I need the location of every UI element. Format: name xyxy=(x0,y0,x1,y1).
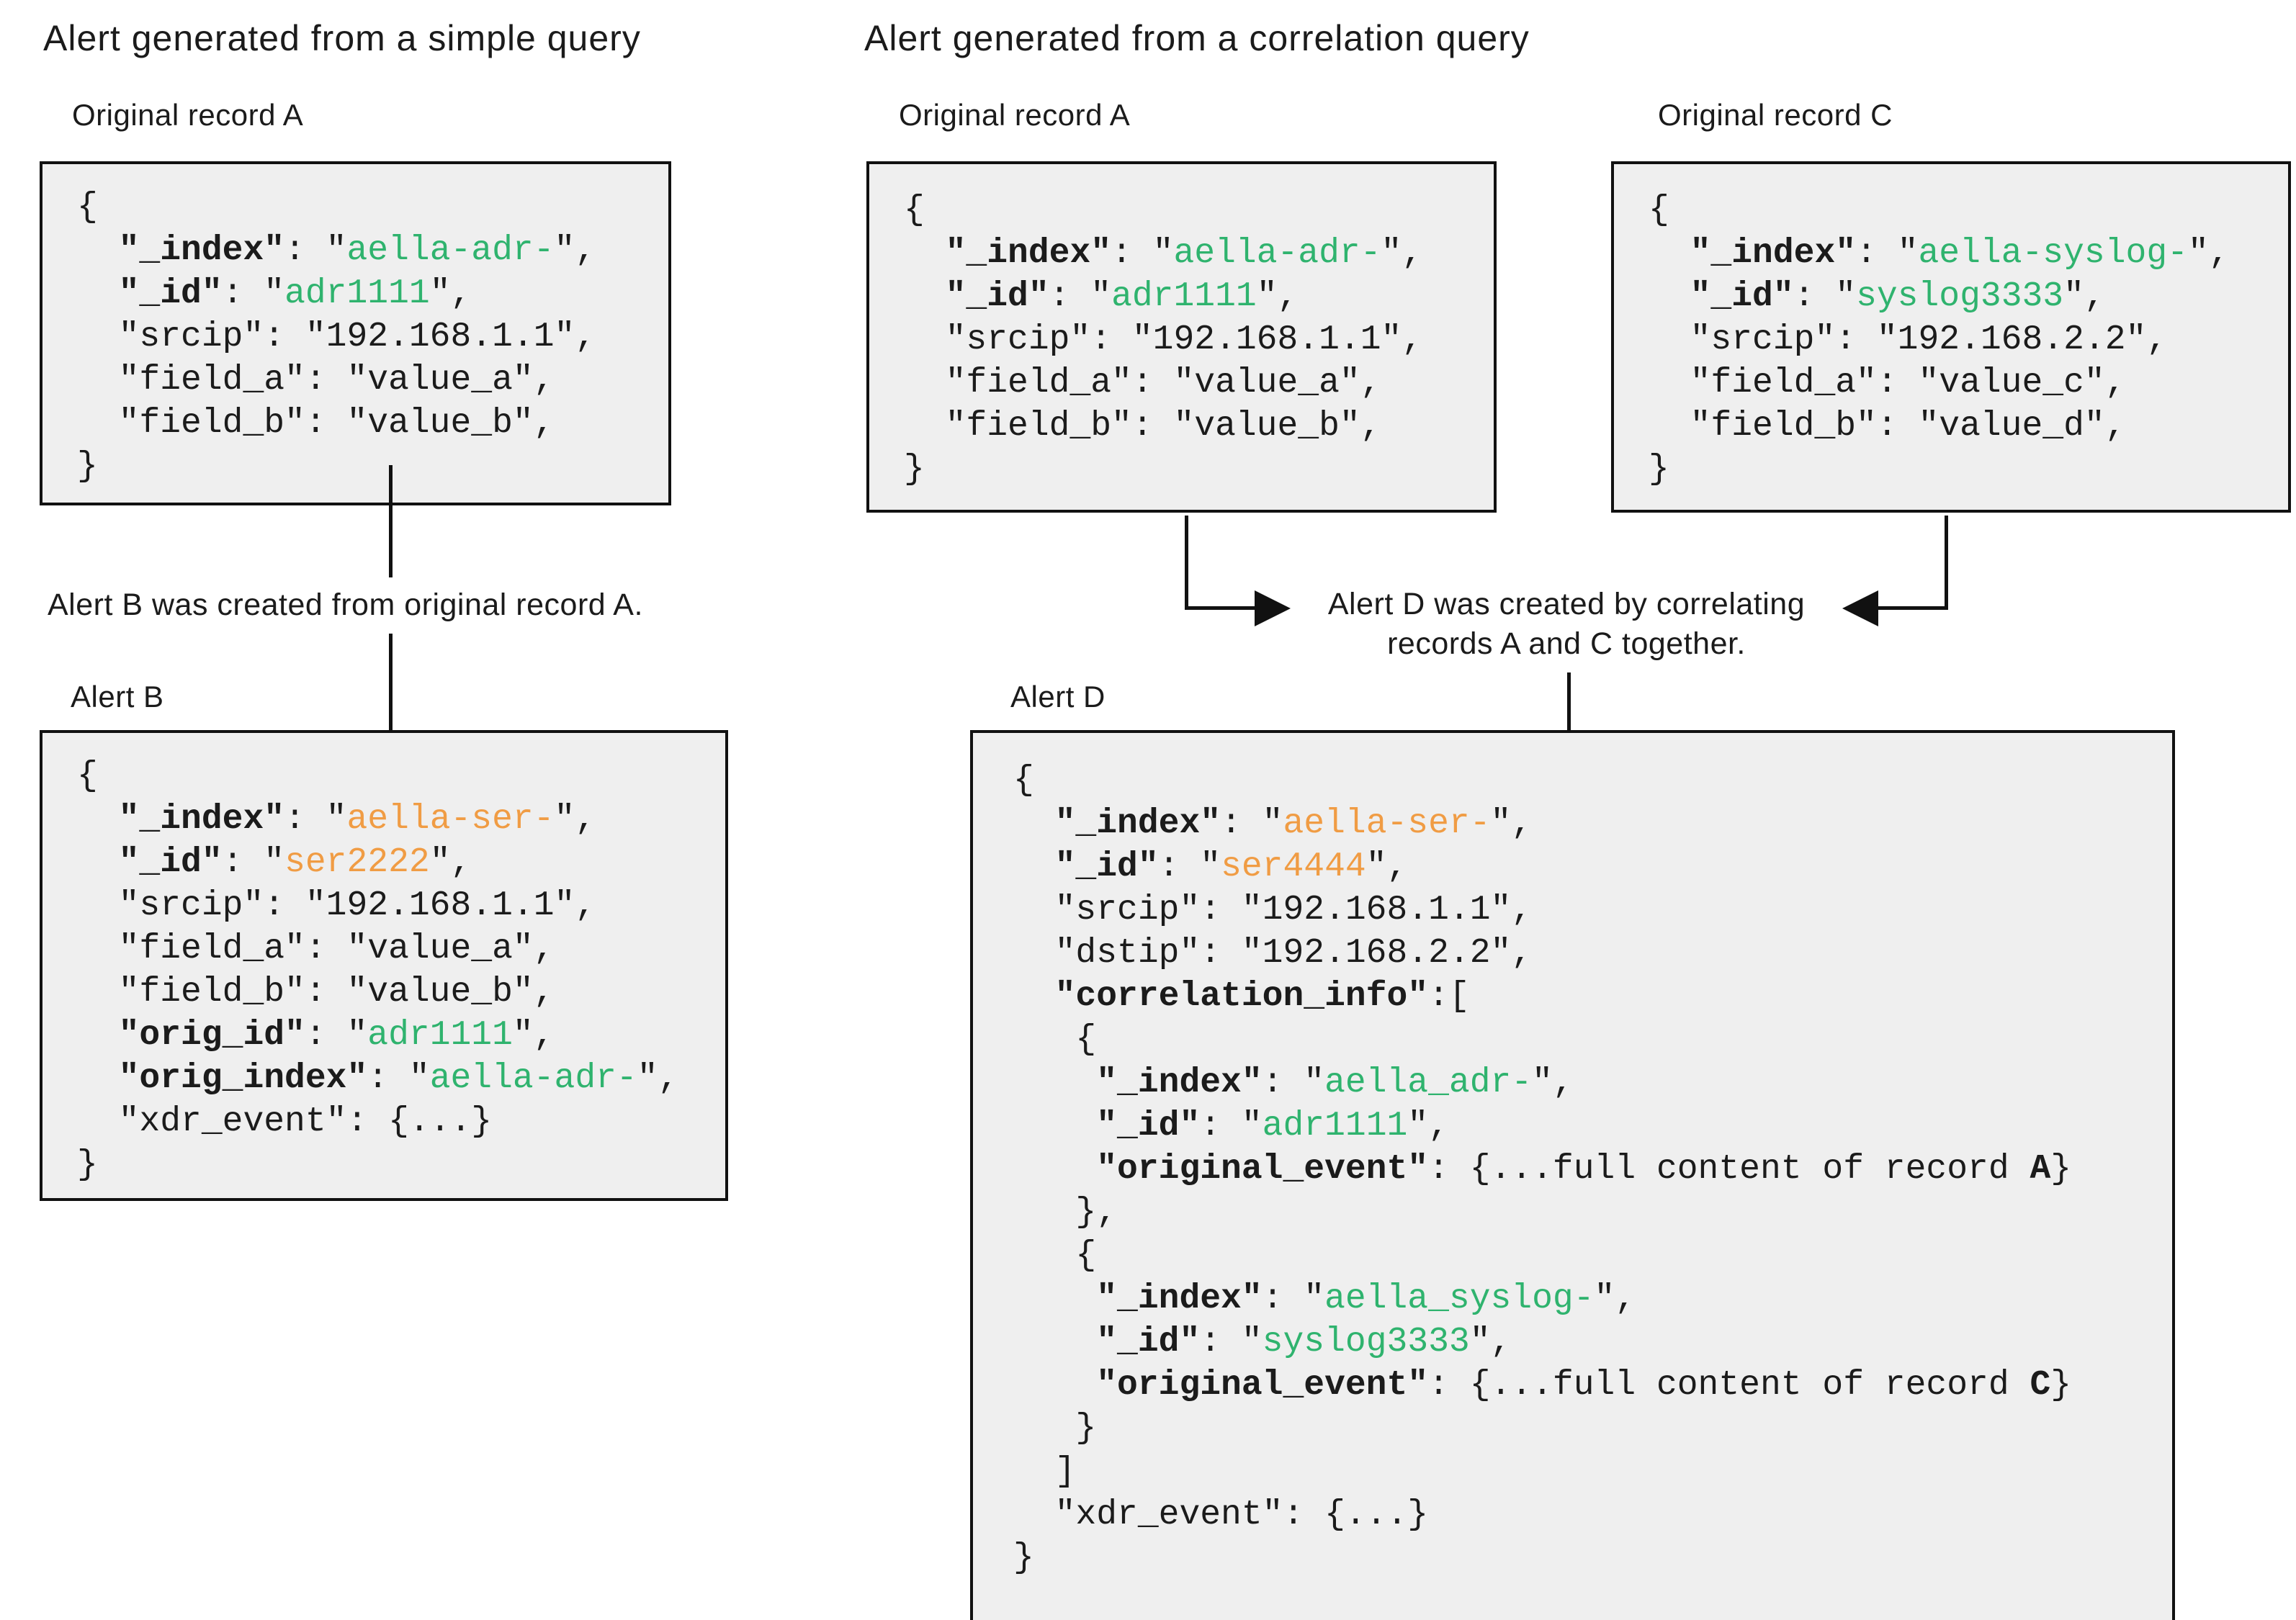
correlation-query-title: Alert generated from a correlation query xyxy=(864,18,1530,58)
code-line: "field_a": "value_a", xyxy=(904,364,1381,402)
arrow-left-head-icon xyxy=(1842,590,1878,626)
code-line: } xyxy=(1013,1409,1097,1448)
record-a2-label: Original record A xyxy=(899,98,1131,132)
code-line: "field_a": "value_c", xyxy=(1649,364,2126,402)
code-line: "_id": "adr1111", xyxy=(118,274,472,313)
code-line: { xyxy=(77,188,98,227)
code-line: "correlation_info":[ xyxy=(1054,977,1470,1016)
arrow-record-a2-elbow-vertical xyxy=(1185,516,1188,610)
arrow-right-head-icon xyxy=(1255,590,1291,626)
code-line: } xyxy=(1649,450,1669,489)
code-line: "xdr_event": {...} xyxy=(1013,1495,1429,1534)
simple-query-title: Alert generated from a simple query xyxy=(43,18,641,58)
code-line: "orig_id": "adr1111", xyxy=(118,1016,555,1055)
code-line: "xdr_event": {...} xyxy=(77,1102,493,1141)
code-line: "_index": "aella-ser-", xyxy=(118,800,596,839)
code-line: "srcip": "192.168.2.2", xyxy=(1649,320,2168,359)
code-line: } xyxy=(1013,1539,1034,1578)
code-line: "_id": "adr1111", xyxy=(1096,1107,1449,1146)
code-line: "original_event": {...full content of re… xyxy=(1096,1150,2072,1189)
code-line: } xyxy=(77,1146,98,1184)
code-line: "_index": "aella_adr-", xyxy=(1096,1063,1574,1102)
code-line: "field_b": "value_d", xyxy=(1649,407,2126,446)
code-line: "srcip": "192.168.1.1", xyxy=(77,318,596,356)
alert-d-label: Alert D xyxy=(1010,680,1106,714)
record-c-label: Original record C xyxy=(1658,98,1893,132)
code-line: "srcip": "192.168.1.1", xyxy=(904,320,1423,359)
code-line: { xyxy=(1649,191,1669,230)
code-line: "field_b": "value_b", xyxy=(904,407,1381,446)
code-line: { xyxy=(904,191,925,230)
alert-b-box: { "_index": "aella-ser-", "_id": "ser222… xyxy=(40,730,728,1201)
code-line: "_id": "ser4444", xyxy=(1054,847,1408,886)
alert-b-label: Alert B xyxy=(71,680,164,714)
code-line: "_id": "syslog3333", xyxy=(1690,277,2105,316)
code-line: "_index": "aella-ser-", xyxy=(1054,804,1533,843)
code-line: } xyxy=(904,450,925,489)
arrow-record-c-elbow-vertical xyxy=(1945,516,1948,610)
arrow-record-c-elbow-horizontal xyxy=(1876,606,1948,610)
code-line: "field_b": "value_b", xyxy=(77,973,555,1012)
code-line: }, xyxy=(1013,1193,1118,1232)
arrow-record-a2-elbow-horizontal xyxy=(1185,606,1257,610)
code-line: "_index": "aella_syslog-", xyxy=(1096,1279,1636,1318)
alert-d-box: { "_index": "aella-ser-", "_id": "ser444… xyxy=(970,730,2175,1620)
alert-d-caption: Alert D was created by correlating recor… xyxy=(1293,585,1840,664)
code-line: { xyxy=(1013,1020,1097,1059)
code-line: "_index": "aella-adr-", xyxy=(118,231,596,270)
alert-d-caption-line2: records A and C together. xyxy=(1387,626,1746,661)
code-line: "dstip": "192.168.2.2", xyxy=(1013,934,1533,973)
alert-b-caption: Alert B was created from original record… xyxy=(48,588,643,622)
record-a2-box: { "_index": "aella-adr-", "_id": "adr111… xyxy=(866,161,1497,513)
code-line: "_id": "adr1111", xyxy=(945,277,1299,316)
code-line: "_id": "syslog3333", xyxy=(1096,1323,1512,1362)
record-a-label: Original record A xyxy=(72,98,304,132)
code-line: "orig_index": "aella-adr-", xyxy=(118,1059,679,1098)
code-line: { xyxy=(1013,761,1034,800)
record-c-box: { "_index": "aella-syslog-", "_id": "sys… xyxy=(1611,161,2291,513)
code-line: "srcip": "192.168.1.1", xyxy=(77,886,596,925)
code-line: } xyxy=(77,447,98,486)
code-line: "field_a": "value_a", xyxy=(77,930,555,968)
code-line: "field_b": "value_b", xyxy=(77,404,555,443)
code-line: "_index": "aella-syslog-", xyxy=(1690,234,2230,273)
arrow-record-a-to-alert-b-lower xyxy=(389,634,393,756)
alert-d-caption-line1: Alert D was created by correlating xyxy=(1327,587,1806,621)
code-line: "_index": "aella-adr-", xyxy=(945,234,1423,273)
code-line: { xyxy=(1013,1236,1097,1275)
code-line: { xyxy=(77,757,98,796)
code-line: "original_event": {...full content of re… xyxy=(1096,1366,2072,1405)
code-line: ] xyxy=(1013,1452,1076,1491)
record-a-box: { "_index": "aella-adr-", "_id": "adr111… xyxy=(40,161,671,505)
code-line: "_id": "ser2222", xyxy=(118,843,472,882)
arrow-record-a-to-alert-b-upper xyxy=(389,465,393,577)
code-line: "field_a": "value_a", xyxy=(77,361,555,400)
code-line: "srcip": "192.168.1.1", xyxy=(1013,891,1533,930)
